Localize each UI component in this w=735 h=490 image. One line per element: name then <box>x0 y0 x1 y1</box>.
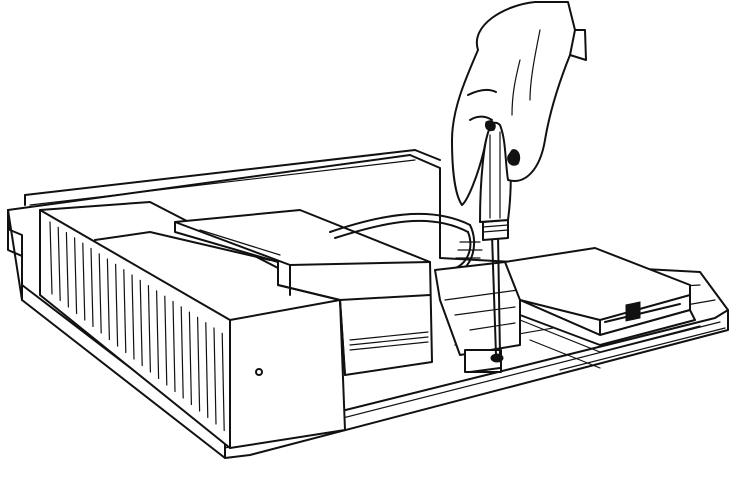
vent-slot <box>180 306 184 399</box>
vent-slot <box>90 247 94 328</box>
screwdriver <box>479 121 512 363</box>
vent-slot <box>106 258 110 341</box>
floppy-drive-unit <box>504 247 701 369</box>
vent-slot <box>74 237 78 315</box>
vent-slot <box>65 232 69 308</box>
vent-slot <box>205 322 209 419</box>
vent-slot <box>139 279 143 367</box>
vent-slot <box>213 327 217 425</box>
vent-slot <box>82 242 86 321</box>
vent-slot <box>57 226 61 302</box>
vent-slot <box>156 290 160 380</box>
power-supply-unit <box>39 201 346 449</box>
vent-slot <box>188 311 192 406</box>
indicator-hole <box>255 368 263 376</box>
vent-slot <box>172 300 176 393</box>
vent-slot <box>197 316 201 412</box>
vent-slot <box>49 221 53 295</box>
vent-slot <box>164 295 168 386</box>
vent-slot <box>147 285 151 373</box>
vent-slot <box>98 253 102 334</box>
hard-drive-unit <box>174 209 433 376</box>
vent-slot <box>131 274 135 360</box>
hand <box>451 1 587 206</box>
vent-slot <box>123 269 127 354</box>
vent-slot <box>115 263 119 347</box>
vent-slot <box>221 332 225 432</box>
